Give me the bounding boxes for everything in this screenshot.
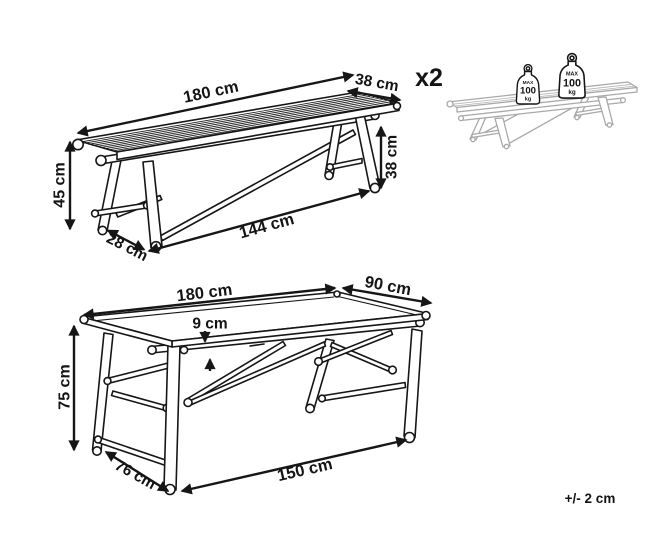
bench-depth-label: 38 cm — [354, 71, 400, 95]
reference-slat2 — [454, 85, 636, 107]
bench-right-rung-end — [325, 163, 334, 172]
reference-bench-drawing — [446, 81, 638, 150]
bench-length-label: 180 cm — [182, 77, 240, 106]
weight-unit-label: kg — [525, 97, 532, 103]
table-base-length-label: 150 cm — [276, 455, 335, 485]
bench-dimension-arrows — [64, 71, 402, 254]
table-top-pole-end-left — [79, 314, 89, 325]
bench-left-back-leg — [97, 154, 123, 232]
table-top-pole-end-back — [333, 290, 341, 298]
table-base-length-arrow — [180, 436, 408, 495]
bench-left-rung-end — [90, 209, 100, 218]
table-length-label: 180 cm — [176, 281, 234, 306]
bench-rim-pole-end-left — [95, 154, 107, 167]
weight-value-label: 100 — [520, 86, 536, 97]
bench-seat-pole-end-right — [392, 101, 402, 111]
table-left-brace-a — [185, 340, 287, 405]
table-left-middle-pole — [110, 390, 168, 412]
table-base-depth-arrow — [104, 450, 170, 493]
bench-seat-height-label: 38 cm — [384, 135, 401, 179]
table-rail-leg-joint — [179, 345, 189, 355]
bench-seat-pole-end-left — [72, 138, 85, 151]
weight-max-label: MAX — [523, 80, 534, 86]
reference-bench-brace — [507, 102, 582, 145]
table-left-brace-b — [187, 341, 327, 407]
table-right-brace-end — [387, 365, 398, 375]
table-back-left-foot — [92, 445, 103, 456]
reference-slat — [451, 83, 633, 105]
reference-bench-right-front-leg — [597, 96, 614, 127]
bench-left-back-foot — [97, 225, 108, 236]
table-left-lower-rung-end — [93, 435, 103, 444]
reference-seat-pole-end — [446, 100, 454, 108]
max-load-weight-icon-2: MAX 100 kg — [558, 52, 586, 99]
bench-base-length-arrow — [147, 188, 371, 254]
bench-depth-arrow — [346, 87, 402, 104]
weight-ring-hole — [525, 66, 531, 71]
reference-foot — [503, 143, 510, 150]
table-left-upper-rung — [106, 360, 176, 385]
bench-right-front-leg — [354, 113, 381, 190]
table-frame-height-label: 9 cm — [192, 316, 227, 333]
table-front-right-leg — [403, 328, 423, 439]
table-back-right-foot — [304, 403, 315, 414]
weight-unit-label: kg — [568, 89, 576, 96]
reference-foot4 — [574, 114, 580, 121]
reference-rim-end — [457, 115, 465, 122]
table-right-rung — [320, 381, 407, 402]
table-base-depth-label: 76 cm — [112, 457, 159, 493]
weight-body — [515, 70, 541, 105]
table-left-brace-joint — [183, 397, 193, 408]
table-top-pole-end-right — [421, 310, 431, 321]
bench-height-label: 45 cm — [52, 162, 69, 207]
bench-base-length-label: 144 cm — [237, 210, 296, 242]
weight-body — [558, 60, 586, 99]
reference-rim-end2 — [619, 97, 627, 104]
bench-length-arrow — [76, 71, 355, 137]
weight-value-label: 100 — [563, 77, 581, 89]
table-front-rail-end-left — [147, 344, 158, 355]
table-left-upper-rung-end — [103, 376, 112, 386]
reference-foot3 — [606, 122, 613, 128]
table-height-label: 75 cm — [57, 364, 74, 409]
table-length-arrow — [82, 283, 337, 320]
table-depth-arrow — [341, 284, 433, 307]
reference-bench-left-front-leg — [494, 117, 511, 148]
bench-right-front-foot — [369, 182, 381, 194]
bench-base-depth-label: 28 cm — [104, 230, 151, 265]
table-back-left-leg — [91, 332, 114, 452]
reference-foot2 — [470, 136, 476, 143]
tolerance-note: +/- 2 cm — [565, 491, 616, 506]
bench-quantity-label: x2 — [415, 64, 443, 92]
bench-base-depth-arrow — [106, 229, 146, 251]
table-right-rung-end — [317, 394, 327, 403]
weight-ring-hole — [569, 55, 575, 61]
table-dimension-arrows — [68, 283, 433, 495]
weight-max-label: MAX — [566, 72, 578, 78]
max-load-weight-icon: MAX 100 kg — [515, 63, 541, 105]
table-right-brace-end2 — [313, 356, 324, 367]
bench-right-back-foot — [324, 170, 334, 181]
